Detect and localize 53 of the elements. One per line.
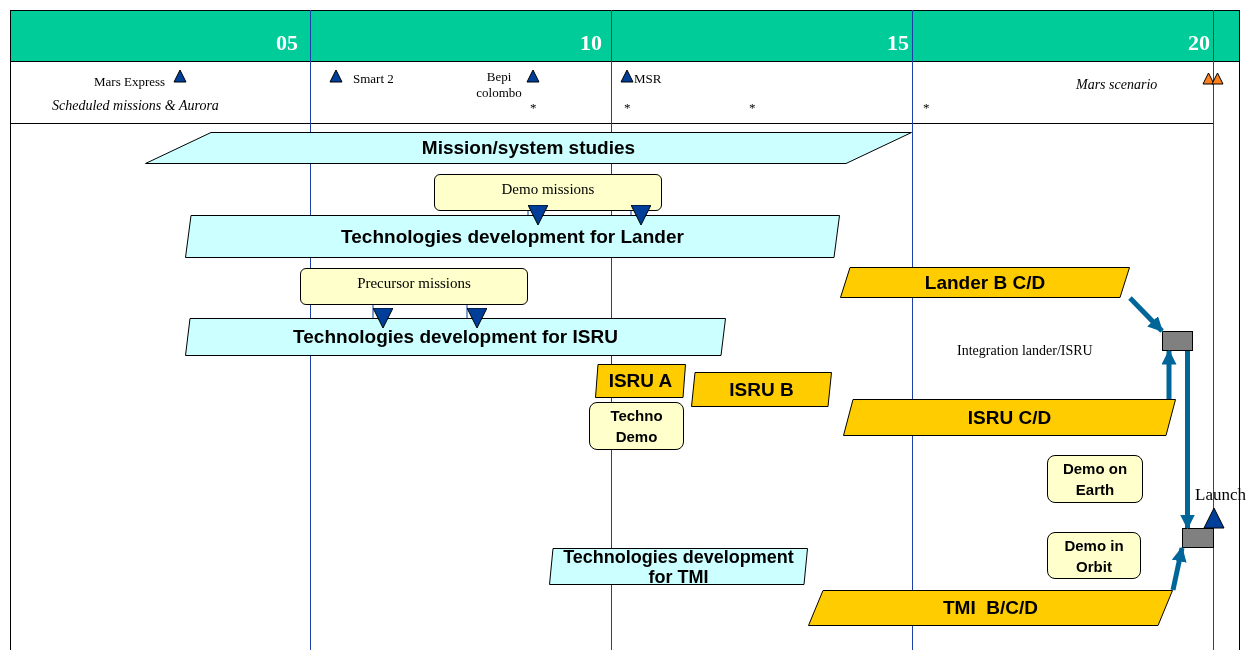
mission-box bbox=[300, 268, 528, 305]
timeline-label: Bepi colombo bbox=[475, 69, 523, 101]
timeline-label: * bbox=[530, 99, 537, 117]
flow-arrow bbox=[1180, 351, 1195, 530]
node-label: ISRU C/D bbox=[967, 407, 1052, 428]
task-parallelogram bbox=[808, 590, 1173, 626]
node-label: Demo in Orbit bbox=[1063, 535, 1125, 577]
milestone-box bbox=[1182, 528, 1214, 548]
triangle-arrow bbox=[372, 304, 394, 329]
triangle-arrow bbox=[527, 204, 549, 226]
task-parallelogram bbox=[840, 267, 1130, 298]
node-label: Techno Demo bbox=[609, 406, 664, 447]
node-label: Technologies development for TMI bbox=[562, 546, 795, 587]
node-label: Lander B C/D bbox=[924, 272, 1046, 293]
node-label: Mission/system studies bbox=[421, 138, 636, 158]
node-label: ISRU A bbox=[608, 371, 673, 391]
node-label: ISRU B bbox=[729, 379, 794, 400]
task-parallelogram bbox=[185, 215, 840, 258]
timeline-label: MSR bbox=[634, 70, 662, 88]
node-label: Technologies development for Lander bbox=[341, 226, 684, 247]
demo-box bbox=[589, 402, 684, 450]
node-label: Demo on Earth bbox=[1061, 459, 1129, 500]
task-parallelogram bbox=[843, 399, 1176, 436]
timeline-label: * bbox=[749, 99, 756, 117]
node-label: TMI B/C/D bbox=[943, 598, 1038, 618]
flow-arrow bbox=[1128, 296, 1164, 333]
year-label: 10 bbox=[580, 29, 602, 57]
task-parallelogram bbox=[549, 548, 808, 585]
flow-arrow bbox=[1170, 546, 1187, 591]
node-label: Technologies development for ISRU bbox=[293, 327, 618, 347]
year-label: 05 bbox=[276, 29, 298, 57]
triangle-arrow bbox=[466, 304, 488, 329]
year-label: 20 bbox=[1188, 29, 1210, 57]
timeline-label: * bbox=[624, 99, 631, 117]
triangle-arrow bbox=[630, 204, 652, 226]
task-parallelogram bbox=[185, 318, 726, 356]
timeline-label: Mars Express bbox=[94, 73, 166, 91]
node-label: Precursor missions bbox=[357, 274, 471, 293]
node-label: Demo missions bbox=[501, 180, 595, 199]
milestone-box bbox=[1162, 331, 1193, 351]
task-parallelogram bbox=[595, 364, 686, 398]
timeline-label: * bbox=[923, 99, 930, 117]
task-parallelogram bbox=[145, 132, 912, 164]
timeline-label: Integration lander/ISRU bbox=[957, 342, 1093, 360]
mission-box bbox=[434, 174, 662, 211]
year-label: 15 bbox=[887, 29, 909, 57]
task-parallelogram bbox=[691, 372, 832, 407]
timeline-label: Smart 2 bbox=[353, 70, 394, 88]
flow-arrow bbox=[1161, 349, 1177, 399]
timeline-label: Mars scenario bbox=[1076, 76, 1158, 94]
timeline-label: Scheduled missions & Aurora bbox=[52, 97, 219, 115]
demo-box bbox=[1047, 532, 1141, 579]
demo-box bbox=[1047, 455, 1143, 503]
